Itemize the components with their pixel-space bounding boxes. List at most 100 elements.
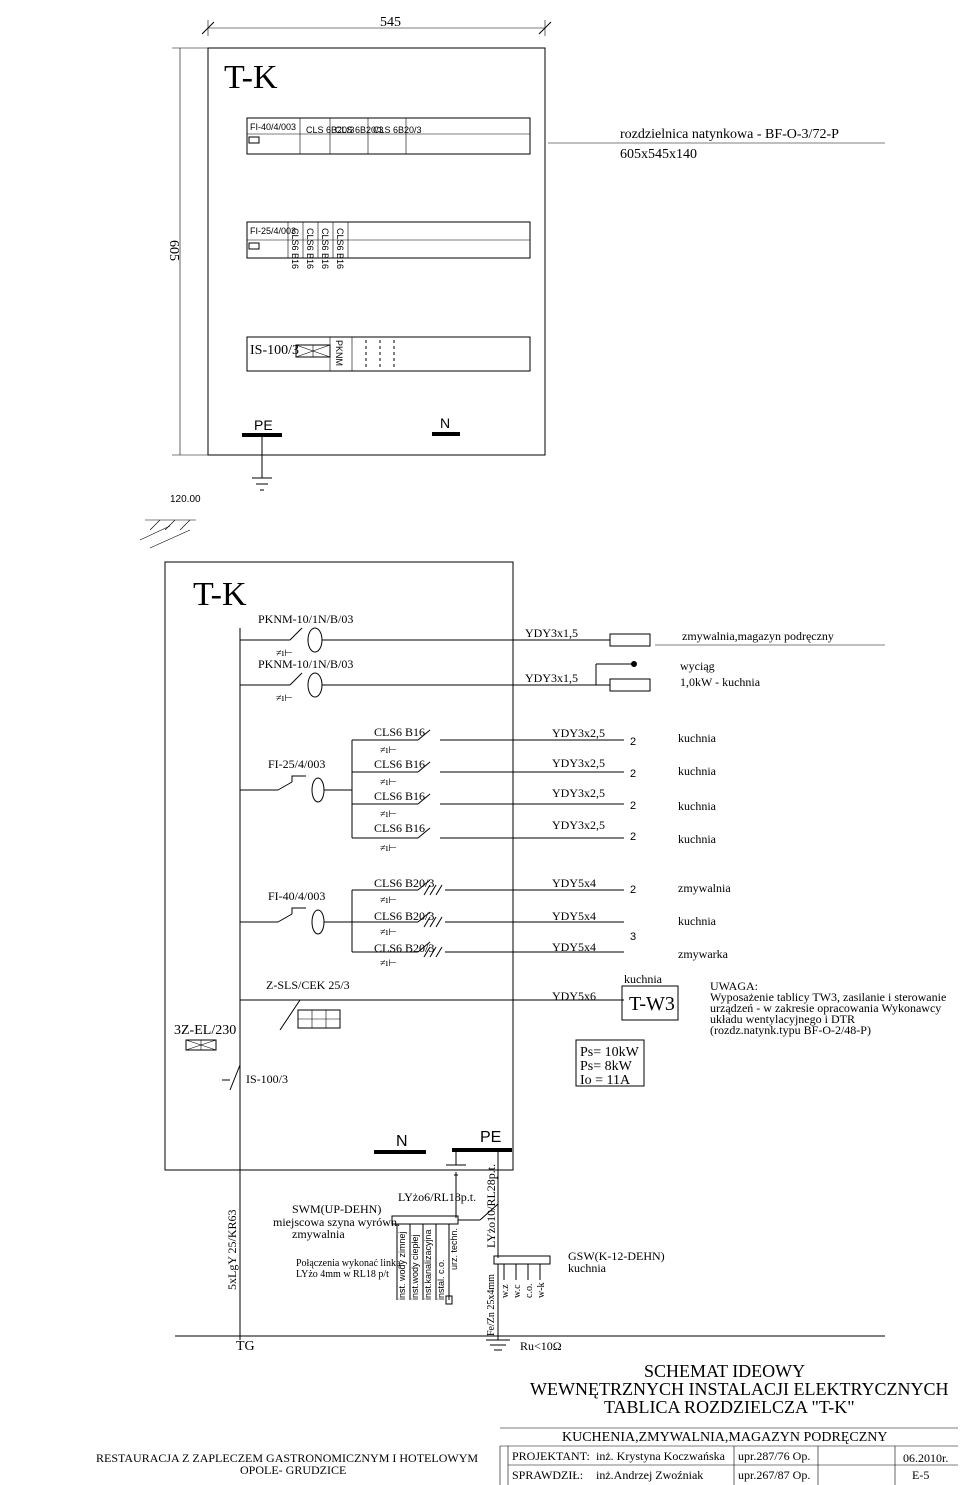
front-r1-2: CLS 6B20/3	[335, 125, 384, 135]
tb-title1: SCHEMAT IDEOWY	[644, 1361, 805, 1381]
ps1: Ps= 10kW	[580, 1045, 640, 1060]
conn-note-1: LYżo 4mm w RL18 p/t	[296, 1269, 389, 1280]
front-r2-4: CLS6 B16	[335, 228, 345, 269]
tb-project2: OPOLE- GRUDZICE	[240, 1463, 346, 1477]
g2-sym-2: ≠ı⊢	[380, 958, 397, 969]
fi1-label: FI-25/4/003	[268, 757, 325, 771]
schematic-title: T-K	[193, 576, 247, 613]
cable-lyzo10: LYżo10/RL28p.t.	[484, 1164, 498, 1248]
g1-dest-3: kuchnia	[678, 832, 717, 846]
g1-cable-2: YDY3x2,5	[552, 786, 605, 800]
tb-title3: TABLICA ROZDZIELCZA "T-K"	[604, 1397, 855, 1417]
cabinet-line1: rozdzielnica natynkowa - BF-O-3/72-P	[620, 127, 839, 142]
front-title: T-K	[224, 59, 278, 96]
c2-device: PKNM-10/1N/B/03	[258, 657, 353, 671]
gsw-l3: w-k	[536, 1282, 547, 1298]
cabinet-line2: 605x545x140	[620, 147, 697, 162]
swm-2: zmywalnia	[292, 1227, 345, 1241]
gsw-0: GSW(K-12-DEHN)	[568, 1249, 665, 1263]
g1-cable-0: YDY3x2,5	[552, 726, 605, 740]
g2-num-1: 3	[630, 931, 636, 943]
tb-date: 06.2010r.	[903, 1451, 948, 1465]
zsls-label: Z-SLS/CEK 25/3	[266, 978, 350, 992]
front-r2-0: FI-25/4/003	[250, 226, 296, 236]
g2-sym-1: ≠ı⊢	[380, 927, 397, 938]
c2-sym: ≠ı⊢	[276, 693, 293, 704]
c1-device: PKNM-10/1N/B/03	[258, 612, 353, 626]
fezn: Fe/Zn 25x4mm	[486, 1274, 497, 1336]
note-0: UWAGA:	[710, 979, 758, 993]
g2-device-2: CLS6 B20/3	[374, 941, 434, 955]
g1-sym-2: ≠ı⊢	[380, 809, 397, 820]
g1-sym-3: ≠ı⊢	[380, 843, 397, 854]
g2-dest-0: zmywalnia	[678, 881, 731, 895]
front-r2-1: CLS6 B16	[290, 228, 300, 269]
g1-device-0: CLS6 B16	[374, 725, 425, 739]
title-block: SCHEMAT IDEOWY WEWNĘTRZNYCH INSTALACJI E…	[96, 1361, 958, 1485]
front-r1-0: FI-40/4/003	[250, 122, 296, 132]
g2-dest-1: kuchnia	[678, 914, 717, 928]
g1-sym-0: ≠ı⊢	[380, 745, 397, 756]
cable-lyzo6: LYżo6/RL18p.t.	[398, 1190, 476, 1204]
note-4: (rozdz.natynk.typu BF-O-2/48-P)	[710, 1023, 871, 1037]
front-r2-2: CLS6 B16	[305, 228, 315, 269]
tb-designer: inż. Krystyna Koczwańska	[596, 1449, 726, 1463]
g1-row-1: CLS6 B16 YDY3x2,5 2 kuchnia ≠ı⊢	[352, 756, 717, 788]
g1-cable-3: YDY3x2,5	[552, 818, 605, 832]
io: Io = 11A	[580, 1073, 631, 1088]
tb-title2: WEWNĘTRZNYCH INSTALACJI ELEKTRYCZNYCH	[530, 1379, 949, 1399]
c1-dest: zmywalnia,magazyn podręczny	[682, 629, 834, 643]
g1-row-0: CLS6 B16 YDY3x2,5 2 kuchnia ≠ı⊢	[352, 725, 717, 756]
note-3: układu wentylacyjnego i DTR	[710, 1012, 855, 1026]
note-2: urządzeń - w zakresie opracowania Wykona…	[710, 1001, 941, 1015]
gsw-l0: w.z	[500, 1284, 511, 1298]
c2-dest2: 1,0kW - kuchnia	[680, 675, 761, 689]
pe-bar-label: PE	[480, 1129, 501, 1146]
note-1: Wyposażenie tablicy TW3, zasilanie i ste…	[710, 990, 946, 1004]
tb-checker: inż.Andrzej Zwoźniak	[596, 1468, 703, 1482]
g2-sym-0: ≠ı⊢	[380, 895, 397, 906]
front-view: 545 605 T-K FI-40/4/003 CLS 6B20/3 CLS 6…	[139, 15, 885, 549]
g1-num-1: 2	[630, 768, 636, 780]
tw3-dest: kuchnia	[624, 972, 663, 986]
g1-row-2: CLS6 B16 YDY3x2,5 2 kuchnia ≠ı⊢	[352, 786, 717, 820]
g1-dest-1: kuchnia	[678, 764, 717, 778]
is-label: IS-100/3	[246, 1072, 288, 1086]
g2-row-2: CLS6 B20/3 YDY5x4 zmywarka ≠ı⊢	[352, 940, 729, 969]
gsw-1: kuchnia	[568, 1261, 607, 1275]
n-bar-label: N	[396, 1133, 408, 1150]
c1-cable: YDY3x1,5	[525, 626, 578, 640]
g1-num-3: 2	[630, 831, 636, 843]
note-block: UWAGA: Wyposażenie tablicy TW3, zasilani…	[710, 979, 946, 1037]
tw3-cable: YDY5x6	[552, 989, 596, 1003]
g1-num-0: 2	[630, 736, 636, 748]
dim-width: 545	[380, 15, 401, 30]
inst-3: instal. c.o.	[436, 1259, 446, 1300]
swm-0: SWM(UP-DEHN)	[292, 1202, 381, 1216]
schematic: T-K PKNM-10/1N/B/03 YDY3x1,5 zmywalnia,m…	[164, 561, 946, 1354]
g2-row-0: CLS6 B20/3 YDY5x4 2 zmywalnia ≠ı⊢	[352, 876, 731, 906]
tb-checker-label: SPRAWDZIŁ:	[512, 1468, 583, 1482]
front-pe: PE	[254, 417, 273, 433]
inst-2: inst.kanalizacyjna	[423, 1229, 433, 1300]
tb-designer-label: PROJEKTANT:	[512, 1449, 590, 1463]
inst-4: urz. techn.	[449, 1228, 459, 1270]
tb-title4: KUCHENIA,ZMYWALNIA,MAGAZYN PODRĘCZNY	[562, 1430, 887, 1445]
fi2-label: FI-40/4/003	[268, 889, 325, 903]
g1-row-3: CLS6 B16 YDY3x2,5 2 kuchnia ≠ı⊢	[352, 818, 717, 854]
dim-height: 605	[166, 240, 181, 261]
c1-sym: ≠ı⊢	[276, 648, 293, 659]
conn-note-0: Połączenia wykonać linką	[296, 1258, 401, 1269]
g1-device-3: CLS6 B16	[374, 821, 425, 835]
front-level: 120.00	[170, 494, 201, 505]
gsw-l2: c.o.	[524, 1284, 535, 1298]
g1-sym-1: ≠ı⊢	[380, 777, 397, 788]
tb-checker-perm: upr.267/87 Op.	[738, 1468, 810, 1482]
front-n: N	[440, 415, 450, 431]
g1-dest-0: kuchnia	[678, 731, 717, 745]
g1-device-1: CLS6 B16	[374, 757, 425, 771]
c2-cable: YDY3x1,5	[525, 671, 578, 685]
tb-sheet: E-5	[912, 1468, 929, 1482]
front-main-switch: IS-100/3	[250, 343, 299, 358]
